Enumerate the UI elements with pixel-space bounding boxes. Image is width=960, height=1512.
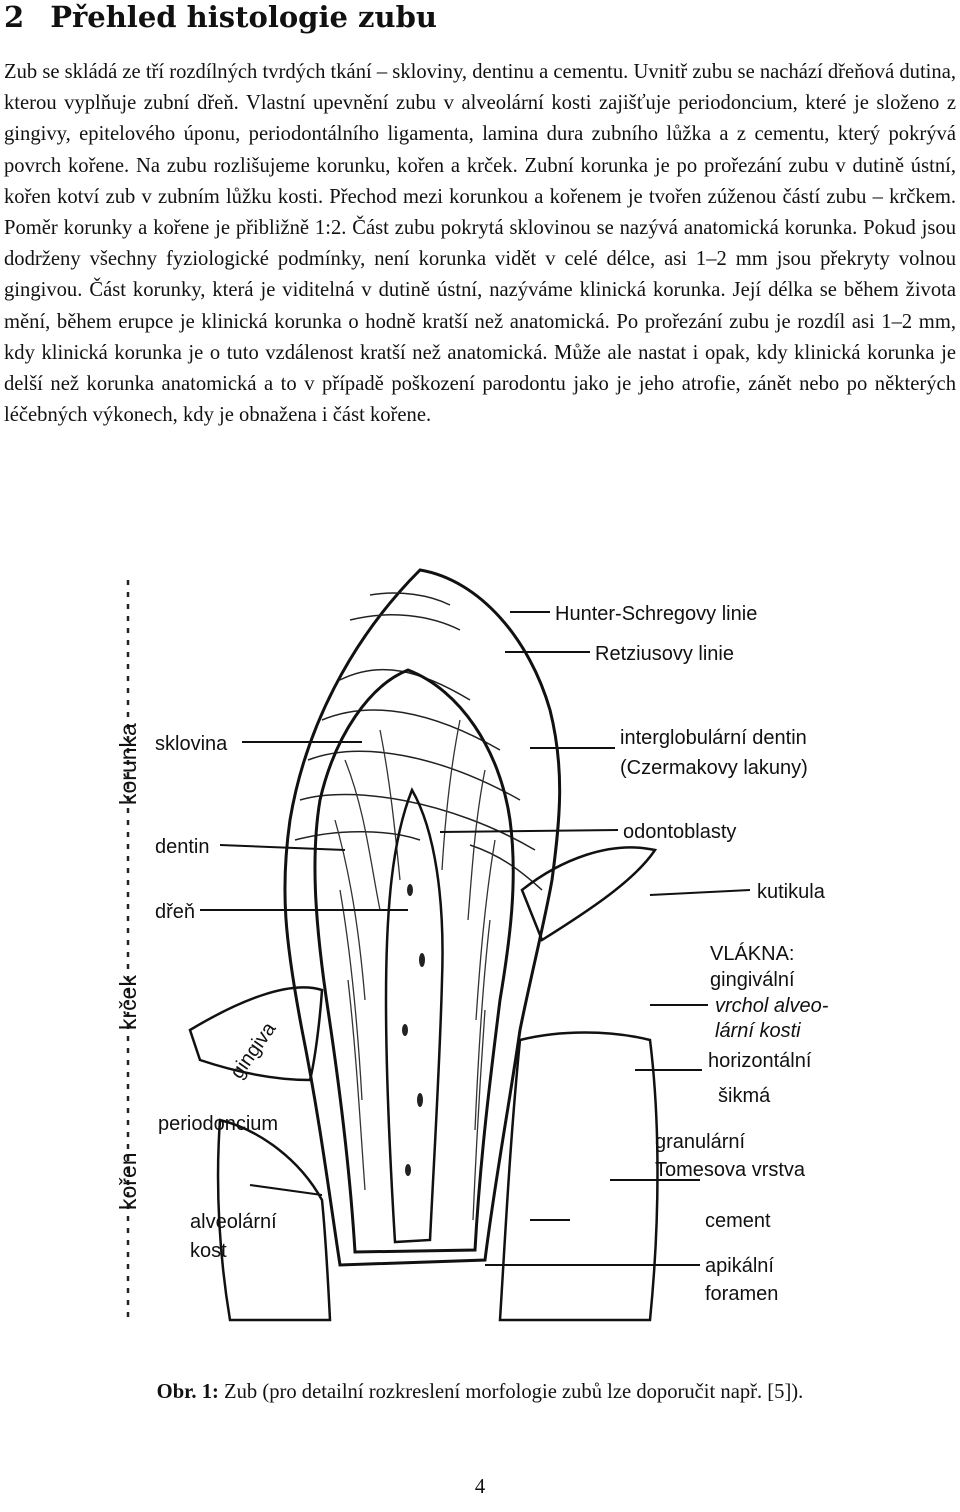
tooth-outline bbox=[283, 568, 562, 1267]
label-sklovina: sklovina bbox=[155, 733, 228, 755]
region-label-krcek: krček bbox=[115, 975, 141, 1030]
label-kost: kost bbox=[190, 1240, 227, 1262]
gingiva-left bbox=[188, 986, 324, 1082]
section-title: Přehled histologie zubu bbox=[50, 0, 437, 34]
label-granular-2: Tomesova vrstva bbox=[655, 1159, 806, 1181]
label-dentin: dentin bbox=[155, 836, 210, 858]
label-retzius: Retziusovy linie bbox=[595, 643, 734, 665]
label-kutikula: kutikula bbox=[757, 881, 826, 903]
label-dren: dřeň bbox=[155, 901, 195, 923]
body-paragraph: Zub se skládá ze tří rozdílných tvrdých … bbox=[4, 61, 956, 427]
label-sikma: šikmá bbox=[718, 1085, 771, 1107]
label-vlakna: VLÁKNA: bbox=[710, 942, 794, 965]
gingiva-right bbox=[520, 846, 658, 942]
label-odontoblasty: odontoblasty bbox=[623, 821, 736, 843]
label-periodoncium: periodoncium bbox=[158, 1113, 278, 1135]
label-apikalni-2: foramen bbox=[705, 1283, 778, 1305]
caption-lead: Obr. 1: bbox=[156, 1381, 219, 1403]
label-interglobular-1: interglobulární dentin bbox=[620, 727, 807, 749]
alveolar-bone-left bbox=[216, 1118, 332, 1322]
page-number: 4 bbox=[474, 1476, 486, 1498]
figure-caption: Obr. 1: Zub (pro detailní rozkreslení mo… bbox=[0, 1378, 960, 1406]
label-gingivalni: gingivální bbox=[710, 969, 795, 991]
region-label-korunka: korunka bbox=[115, 723, 141, 805]
label-hunter-schreger: Hunter-Schregovy linie bbox=[555, 603, 757, 625]
label-cement: cement bbox=[705, 1210, 771, 1232]
label-alveolarni: alveolární bbox=[190, 1211, 277, 1233]
tooth-figure: korunka krček kořen sklovina dentin dřeň… bbox=[90, 560, 870, 1340]
label-vrchol-2: lární kosti bbox=[715, 1020, 801, 1042]
alveolar-bone-right bbox=[498, 1031, 659, 1322]
dentin-outline bbox=[313, 668, 515, 1254]
pulp-cells bbox=[402, 884, 425, 1176]
label-apikalni-1: apikální bbox=[705, 1255, 774, 1277]
leader-lines bbox=[200, 611, 751, 1266]
pulp-outline bbox=[384, 787, 444, 1244]
tooth-diagram: korunka krček kořen sklovina dentin dřeň… bbox=[115, 568, 829, 1322]
region-label-koren: kořen bbox=[115, 1152, 141, 1210]
label-vrchol-1: vrchol alveo- bbox=[715, 995, 829, 1017]
label-granular-1: granulární bbox=[655, 1131, 746, 1153]
label-horizontalni: horizontální bbox=[708, 1050, 812, 1072]
label-interglobular-2: (Czermakovy lakuny) bbox=[620, 757, 808, 779]
caption-text: Zub (pro detailní rozkreslení morfologie… bbox=[224, 1381, 804, 1403]
section-number: 2 bbox=[4, 0, 25, 34]
section-heading: 2 Přehled histologie zubu bbox=[4, 0, 437, 34]
